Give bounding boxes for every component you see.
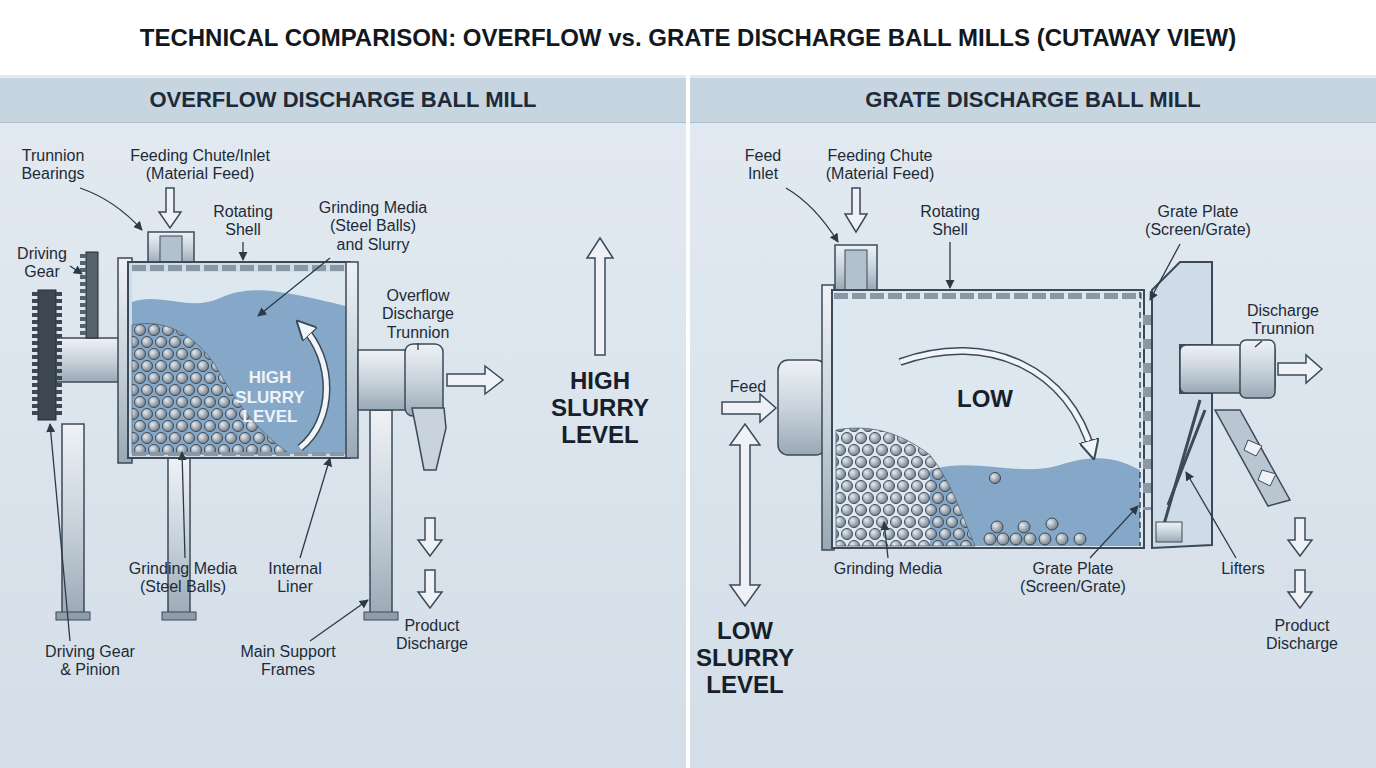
part-label: Product Discharge xyxy=(1260,617,1345,654)
part-label: Rotating Shell xyxy=(913,203,988,240)
part-label: Feeding Chute (Material Feed) xyxy=(818,147,943,184)
part-label: Feed Inlet xyxy=(741,147,786,184)
part-label: Grate Plate (Screen/Grate) xyxy=(1013,560,1133,597)
level-label: HIGH SLURRY LEVEL xyxy=(545,368,655,449)
part-label: Product Discharge xyxy=(390,617,475,654)
part-label: Internal Liner xyxy=(260,560,330,597)
part-label: Grinding Media xyxy=(823,560,953,578)
part-label: Discharge Trunnion xyxy=(1238,302,1328,339)
level-label: HIGH SLURRY LEVEL xyxy=(230,368,310,427)
part-label: Grinding Media (Steel Balls) xyxy=(121,560,246,597)
part-label: Lifters xyxy=(1208,560,1278,578)
level-label: LOW xyxy=(945,386,1025,413)
part-label: Grate Plate (Screen/Grate) xyxy=(1138,203,1258,240)
part-label: Rotating Shell xyxy=(206,203,281,240)
part-label: Trunnion Bearings xyxy=(8,147,98,184)
level-label: LOW SLURRY LEVEL xyxy=(690,618,800,699)
part-label: Driving Gear & Pinion xyxy=(40,643,140,680)
part-label: Overflow Discharge Trunnion xyxy=(378,287,458,342)
page-title: TECHNICAL COMPARISON: OVERFLOW vs. GRATE… xyxy=(0,0,1376,75)
part-label: Driving Gear xyxy=(12,245,72,282)
part-label: Grinding Media (Steel Balls) and Slurry xyxy=(317,199,430,254)
part-label: Feed xyxy=(718,378,778,396)
part-label: Feeding Chute/Inlet (Material Feed) xyxy=(120,147,280,184)
part-label: Main Support Frames xyxy=(233,643,343,680)
panel-heading: GRATE DISCHARGE BALL MILL xyxy=(690,78,1376,123)
panel-heading: OVERFLOW DISCHARGE BALL MILL xyxy=(0,78,686,123)
